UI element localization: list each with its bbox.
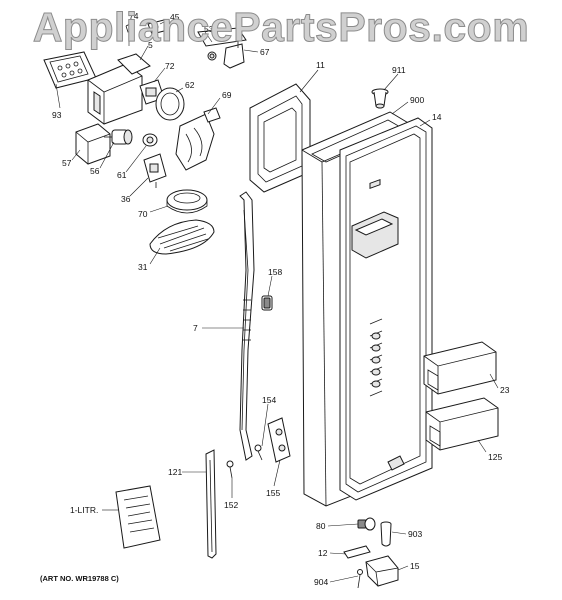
callout-74: 74 — [129, 11, 139, 21]
callout-1-litr: 1-LITR. — [70, 505, 99, 515]
callout-45: 45 — [170, 12, 180, 22]
callout-56: 56 — [90, 166, 100, 176]
callout-155: 155 — [266, 488, 281, 498]
callout-7: 7 — [193, 323, 198, 333]
part-5-drawing — [87, 53, 151, 125]
part-14-drawing — [339, 117, 433, 501]
callout-152: 152 — [224, 500, 239, 510]
callout-900: 900 — [410, 95, 425, 105]
callout-23: 23 — [500, 385, 510, 395]
callout-154: 154 — [262, 395, 277, 405]
part-152-drawing — [226, 460, 234, 479]
part-121-drawing — [205, 449, 217, 559]
callout-12: 12 — [318, 548, 328, 558]
part-158-drawing — [261, 295, 273, 311]
part-70-drawing — [166, 189, 208, 214]
callout-36: 36 — [121, 194, 131, 204]
part-67-drawing — [223, 36, 245, 69]
part-69-drawing — [175, 107, 221, 171]
part-74-drawing — [125, 23, 133, 46]
callout-70: 70 — [138, 209, 148, 219]
part-7-drawing — [239, 191, 255, 461]
callout-5: 5 — [148, 40, 153, 50]
part-61-drawing — [142, 133, 158, 147]
part-11-drawing — [249, 83, 311, 193]
part-12-drawing — [343, 545, 371, 559]
part-904-drawing — [357, 569, 363, 589]
part-155-drawing — [267, 417, 291, 463]
part-80-drawing — [357, 517, 376, 531]
part-62-drawing — [155, 87, 185, 121]
callout-67: 67 — [260, 47, 270, 57]
callout-62: 62 — [185, 80, 195, 90]
callout-121: 121 — [168, 467, 183, 477]
callout-904: 904 — [314, 577, 329, 587]
callout-72: 72 — [165, 61, 175, 71]
part-15-drawing — [365, 555, 399, 587]
callout-93: 93 — [52, 110, 62, 120]
callout-69: 69 — [222, 90, 232, 100]
part-31-drawing — [149, 219, 215, 255]
part-36-drawing — [143, 153, 167, 188]
callout-911: 911 — [392, 65, 406, 75]
part-154-drawing — [254, 444, 263, 461]
callout-57: 57 — [62, 158, 72, 168]
part-1-litr-drawing — [115, 485, 161, 549]
callout-11: 11 — [316, 60, 325, 70]
callout-31: 31 — [138, 262, 148, 272]
part-911-drawing — [371, 88, 389, 109]
callout-158: 158 — [268, 267, 283, 277]
callout-14: 14 — [432, 112, 442, 122]
callout-125: 125 — [488, 452, 503, 462]
part-57-drawing — [75, 123, 111, 165]
art-number: (ART NO. WR19788 C) — [40, 574, 119, 583]
callout-53: 53 — [204, 24, 214, 34]
part-45-drawing — [147, 19, 169, 35]
callout-61: 61 — [117, 170, 127, 180]
part-125-drawing — [425, 397, 499, 451]
part-23-drawing — [423, 341, 497, 395]
callout-80: 80 — [316, 521, 326, 531]
part-903-drawing — [380, 521, 392, 547]
part-53-drawing — [197, 27, 247, 61]
callout-15: 15 — [410, 561, 420, 571]
part-56-drawing — [104, 129, 133, 145]
callout-903: 903 — [408, 529, 423, 539]
leader-lines — [55, 19, 499, 583]
